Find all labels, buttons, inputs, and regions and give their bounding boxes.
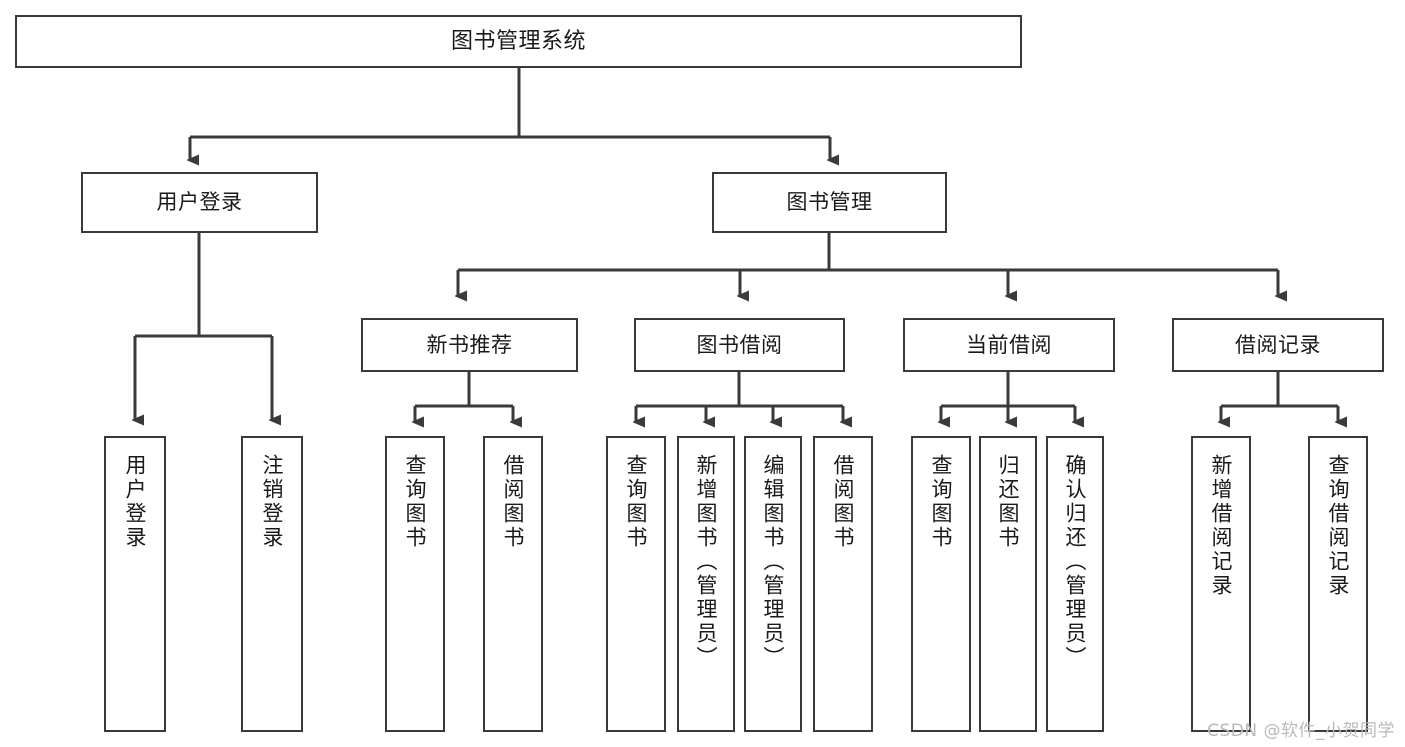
node-label: 借阅图书 <box>831 454 856 550</box>
leaf-query-book-recommend[interactable]: 查询图书 <box>385 436 445 732</box>
node-label: 当前借阅 <box>966 332 1052 357</box>
node-label: 用户登录 <box>156 190 243 215</box>
node-current-borrow[interactable]: 当前借阅 <box>903 318 1115 372</box>
leaf-add-borrow-record[interactable]: 新增借阅记录 <box>1191 436 1251 732</box>
node-label: 注销登录 <box>260 454 285 550</box>
leaf-borrow-book[interactable]: 借阅图书 <box>813 436 873 732</box>
node-root[interactable]: 图书管理系统 <box>15 15 1022 68</box>
node-label: 新书推荐 <box>426 332 513 357</box>
node-label: 图书借阅 <box>696 332 783 357</box>
node-book-borrow[interactable]: 图书借阅 <box>634 318 845 372</box>
node-label: 图书管理 <box>786 190 873 215</box>
leaf-edit-book-admin[interactable]: 编辑图书（管理员） <box>744 436 802 732</box>
node-label: 新增图书（管理员） <box>694 454 719 670</box>
node-label: 借阅记录 <box>1235 332 1321 357</box>
node-label: 用户登录 <box>123 454 148 550</box>
node-label: 新增借阅记录 <box>1209 454 1234 598</box>
node-user-login[interactable]: 用户登录 <box>81 172 318 233</box>
watermark: CSDN @软件_小贺同学 <box>1207 721 1395 741</box>
node-label: 编辑图书（管理员） <box>761 454 786 670</box>
leaf-user-login[interactable]: 用户登录 <box>104 436 166 732</box>
node-label: 图书管理系统 <box>450 28 586 54</box>
leaf-query-book-borrow[interactable]: 查询图书 <box>606 436 666 732</box>
leaf-logout[interactable]: 注销登录 <box>241 436 303 732</box>
node-label: 查询图书 <box>929 454 954 550</box>
leaf-query-book-current[interactable]: 查询图书 <box>911 436 971 732</box>
node-label: 确认归还（管理员） <box>1063 454 1088 670</box>
node-borrow-records[interactable]: 借阅记录 <box>1172 318 1384 372</box>
node-new-book-recommend[interactable]: 新书推荐 <box>361 318 578 372</box>
leaf-add-book-admin[interactable]: 新增图书（管理员） <box>677 436 735 732</box>
leaf-query-borrow-record[interactable]: 查询借阅记录 <box>1308 436 1368 732</box>
node-label: 查询图书 <box>624 454 649 550</box>
node-book-management[interactable]: 图书管理 <box>712 172 947 233</box>
leaf-confirm-return-admin[interactable]: 确认归还（管理员） <box>1046 436 1104 732</box>
node-label: 借阅图书 <box>501 454 526 550</box>
node-label: 查询图书 <box>403 454 428 550</box>
node-label: 归还图书 <box>996 454 1021 550</box>
leaf-return-book[interactable]: 归还图书 <box>979 436 1037 732</box>
leaf-borrow-book-recommend[interactable]: 借阅图书 <box>483 436 543 732</box>
node-label: 查询借阅记录 <box>1326 454 1351 598</box>
